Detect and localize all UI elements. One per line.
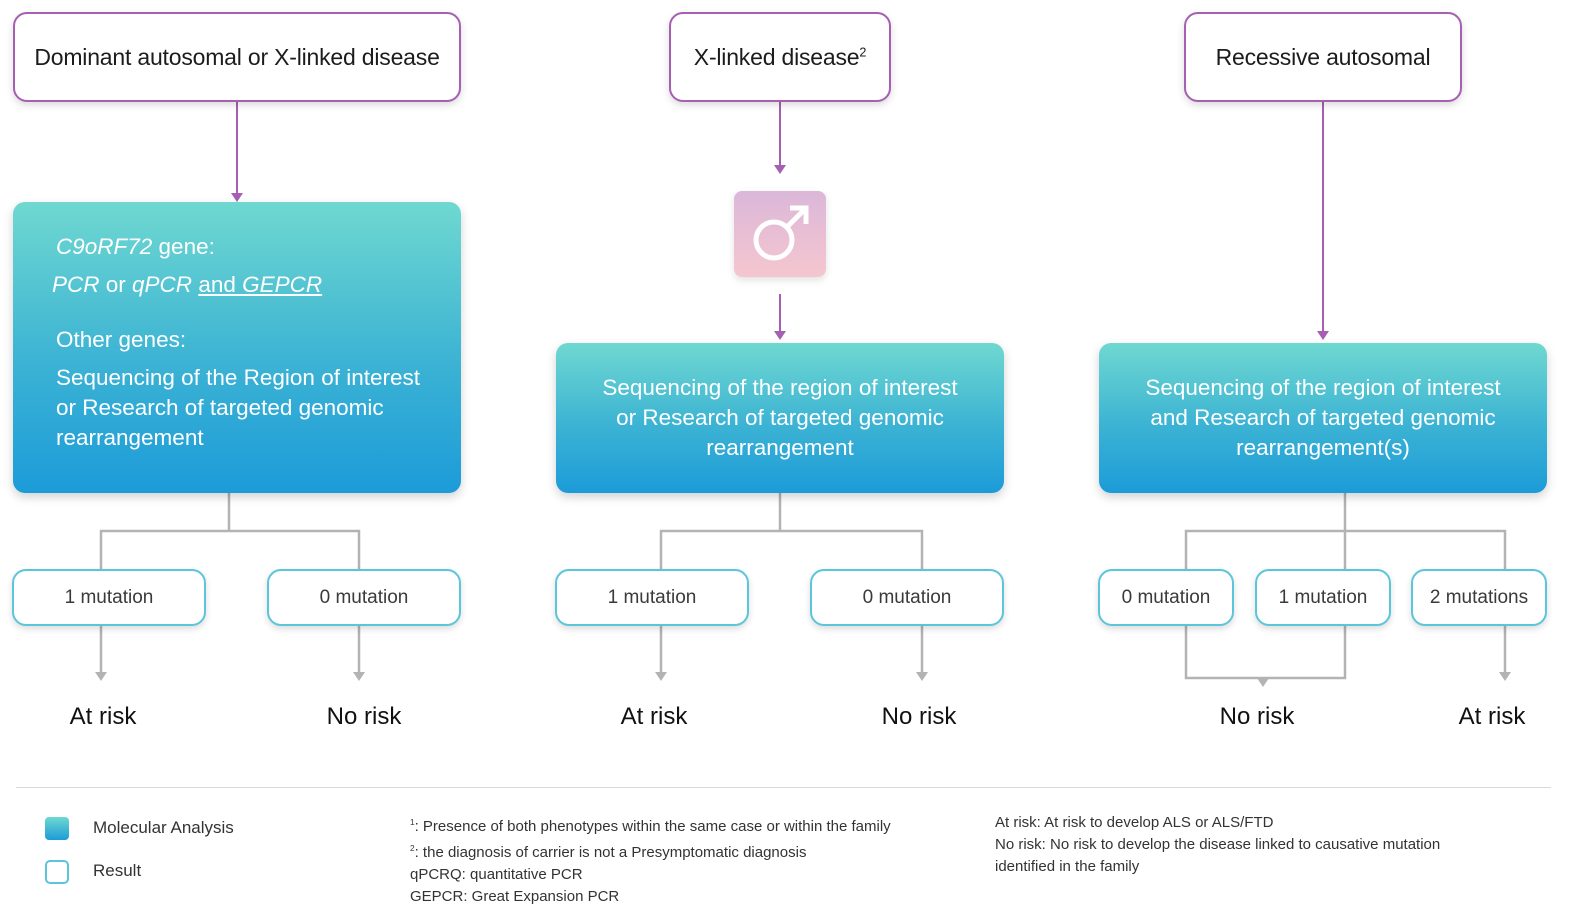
method-line: PCR or qPCR and GEPCR (52, 270, 461, 325)
result-label: 2 mutations (1429, 586, 1529, 608)
c9-gene-suffix: gene: (152, 234, 215, 259)
method-pcr: PCR (52, 272, 100, 297)
header-x-linked: X-linked disease2 (669, 12, 891, 102)
result-box: 1 mutation (1255, 569, 1391, 626)
method-qpcr: qPCR (132, 272, 193, 297)
legend-result-swatch (45, 860, 69, 884)
result-box: 0 mutation (267, 569, 461, 626)
footnotes: 1: Presence of both phenotypes within th… (410, 812, 970, 908)
analysis-line: Sequencing of the region of interest (1145, 375, 1501, 400)
outcome-no-risk: No risk (1219, 703, 1295, 730)
definition-no-risk-cont: identified in the family (995, 858, 1140, 875)
result-label: 1 mutation (64, 586, 154, 608)
connector-col2-results (659, 493, 924, 672)
abbrev-qpcrq: qPCRQ: quantitative PCR (410, 866, 583, 883)
male-symbol-icon (734, 191, 826, 277)
outcome-at-risk: At risk (620, 703, 688, 730)
header-recessive-autosomal: Recessive autosomal (1184, 12, 1462, 102)
analysis-box-dominant: C9oRF72 gene: PCR or qPCR and GEPCR Othe… (13, 202, 461, 493)
arrow-head (95, 672, 107, 681)
legend-result-label: Result (93, 861, 142, 880)
c9-gene-name: C9oRF72 (56, 234, 153, 259)
result-box: 2 mutations (1411, 569, 1547, 626)
arrow-head (774, 165, 786, 174)
method-and: and (198, 272, 236, 297)
footer-divider (16, 787, 1551, 788)
header-label: X-linked disease2 (693, 43, 867, 70)
footnote-2: 2: the diagnosis of carrier is not a Pre… (410, 844, 807, 861)
result-label: 1 mutation (607, 586, 697, 608)
header-label: Dominant autosomal or X-linked disease (34, 43, 440, 70)
result-label: 0 mutation (1121, 586, 1211, 608)
connector-col1-results (99, 493, 361, 672)
arrow-head (1317, 331, 1329, 340)
analysis-line: rearrangement(s) (1236, 435, 1410, 460)
arrow-head (655, 672, 667, 681)
method-gepcr: GEPCR (242, 272, 323, 297)
abbrev-gepcr: GEPCR: Great Expansion PCR (410, 888, 620, 905)
arrow-head (231, 193, 243, 202)
result-box: 0 mutation (810, 569, 1004, 626)
arrow-head (916, 672, 928, 681)
result-box: 1 mutation (555, 569, 749, 626)
other-genes-label: Other genes: (56, 327, 187, 352)
analysis-box-recessive: Sequencing of the region of interest and… (1099, 343, 1547, 493)
result-label: 0 mutation (319, 586, 409, 608)
definition-no-risk: No risk: No risk to develop the disease … (995, 836, 1441, 853)
footnote-1: 1: Presence of both phenotypes within th… (410, 818, 891, 835)
risk-definitions: At risk: At risk to develop ALS or ALS/F… (995, 812, 1515, 878)
header-label: Recessive autosomal (1215, 43, 1431, 70)
definition-at-risk: At risk: At risk to develop ALS or ALS/F… (995, 814, 1274, 831)
outcome-no-risk: No risk (881, 703, 957, 730)
other-genes-text: Sequencing of the Region of interest or … (56, 365, 420, 450)
result-box: 0 mutation (1098, 569, 1234, 626)
outcome-no-risk: No risk (326, 703, 402, 730)
arrow-head (353, 672, 365, 681)
outcome-at-risk: At risk (69, 703, 137, 730)
analysis-line: Sequencing of the region of interest (602, 375, 958, 400)
arrow-head (1257, 678, 1269, 687)
footnote-ref: 2 (859, 44, 867, 59)
result-label: 1 mutation (1278, 586, 1368, 608)
male-symbol-glyph (753, 205, 809, 261)
outcome-at-risk: At risk (1458, 703, 1526, 730)
analysis-line: rearrangement (706, 435, 854, 460)
analysis-box-x-linked: Sequencing of the region of interest or … (556, 343, 1004, 493)
arrow-head (1499, 672, 1511, 681)
legend-molecular-analysis-label: Molecular Analysis (93, 818, 234, 837)
result-label: 0 mutation (862, 586, 952, 608)
result-box: 1 mutation (12, 569, 206, 626)
header-dominant-autosomal: Dominant autosomal or X-linked disease (13, 12, 461, 102)
analysis-line: and Research of targeted genomic (1150, 405, 1496, 430)
c9-gene-line: C9oRF72 gene: (56, 232, 461, 270)
analysis-line: or Research of targeted genomic (616, 405, 944, 430)
arrow-head (774, 331, 786, 340)
legend-molecular-analysis-swatch (45, 817, 69, 840)
method-or: or (99, 272, 133, 297)
